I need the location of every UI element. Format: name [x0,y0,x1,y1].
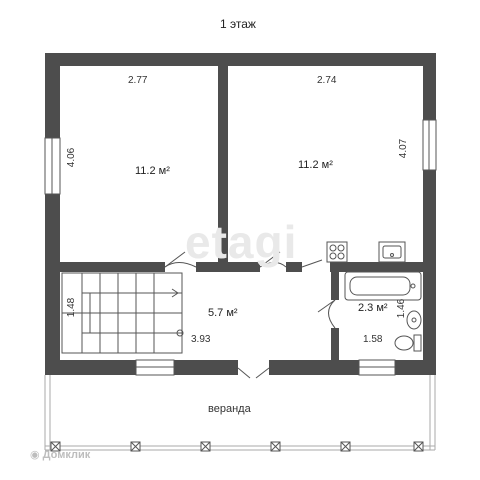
bathroom-width: 1.58 [363,334,383,345]
hall-width: 3.93 [191,334,211,345]
veranda-label: веранда [208,403,251,415]
room-2-area: 11.2 м² [298,159,333,171]
bathroom-area: 2.3 м² [358,302,388,314]
floor-title: 1 этаж [220,17,256,31]
sink-icon [406,310,422,330]
etagi-watermark: etagi [185,216,298,268]
stairs [61,272,184,354]
room-1-width: 2.77 [128,75,148,86]
veranda-posts [50,441,424,452]
bathtub [344,271,422,301]
interior-walls [45,66,436,360]
hall-area: 5.7 м² [208,307,238,319]
room-2-width: 2.74 [317,75,337,86]
windows [44,119,437,376]
outer-walls [45,53,436,375]
room-2-height: 4.07 [398,138,410,159]
toilet-icon [394,334,422,352]
hall-height: 1.48 [66,297,78,318]
kitchen-sink-icon [378,241,406,263]
stove-icon [326,241,348,263]
logo-icon: ◉ [30,449,40,461]
doors [164,251,336,379]
room-1-area: 11.2 м² [135,165,170,177]
veranda [44,375,436,451]
room-1-height: 4.06 [66,147,78,168]
logo-text: Домклик [42,449,91,461]
domklik-logo: ◉ Домклик [30,448,90,461]
bathroom-height: 1.46 [396,298,408,319]
